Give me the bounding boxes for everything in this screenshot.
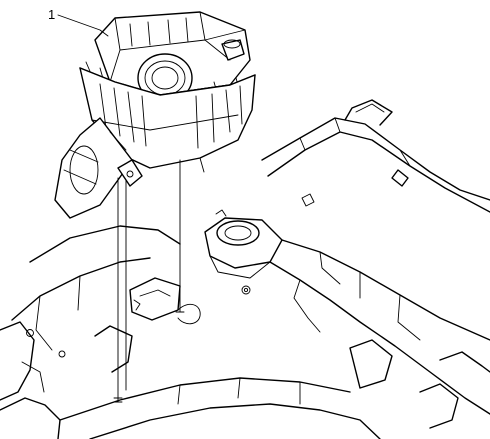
callout-leader-line xyxy=(57,14,109,37)
air-cleaner-assembly-icon xyxy=(54,11,256,219)
engine-compartment-icon xyxy=(0,99,490,439)
callout-label: 1 xyxy=(48,7,55,22)
mounting-guide-lines xyxy=(113,159,185,403)
callout-1: 1 xyxy=(48,7,109,37)
